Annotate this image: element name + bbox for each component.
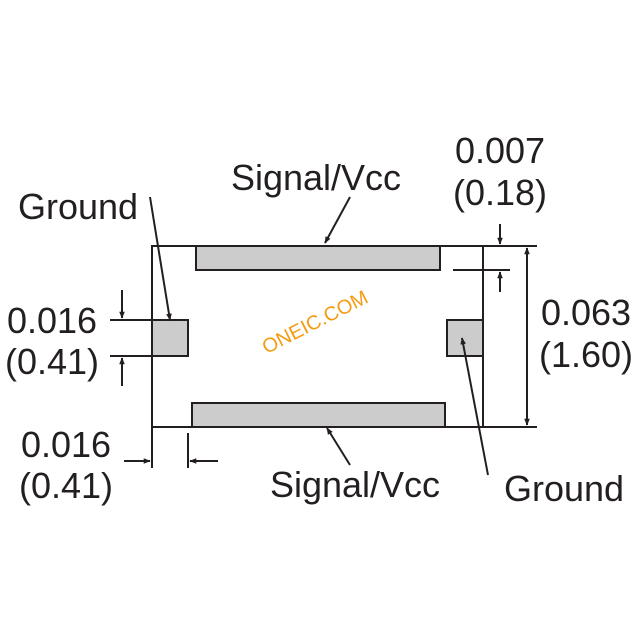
pad-height-inches-label: 0.016 xyxy=(7,300,97,341)
watermark: ONEIC.COM xyxy=(259,287,372,359)
ground-pad-left xyxy=(151,319,189,357)
pad-height-mm-label: (0.41) xyxy=(5,341,99,382)
ground-right-label: Ground xyxy=(504,468,624,509)
signal-top-label: Signal/Vcc xyxy=(231,157,401,198)
gap-inches-label: 0.007 xyxy=(455,130,545,171)
signal-pad-top xyxy=(195,245,441,271)
ground-right-leader xyxy=(460,337,489,476)
ground-left-label: Ground xyxy=(18,186,138,227)
signal-top-leader xyxy=(324,196,351,244)
signal-pad-bottom xyxy=(191,402,446,428)
pad-width-mm-label: (0.41) xyxy=(19,465,113,506)
ground-left-leader xyxy=(149,196,172,321)
pad-width-inches-label: 0.016 xyxy=(21,424,111,465)
height-inches-label: 0.063 xyxy=(541,292,631,333)
height-mm-label: (1.60) xyxy=(539,334,633,375)
gap-mm-label: (0.18) xyxy=(453,172,547,213)
package-outline xyxy=(151,245,484,428)
signal-bottom-label: Signal/Vcc xyxy=(270,464,440,505)
signal-bottom-leader xyxy=(326,427,351,466)
